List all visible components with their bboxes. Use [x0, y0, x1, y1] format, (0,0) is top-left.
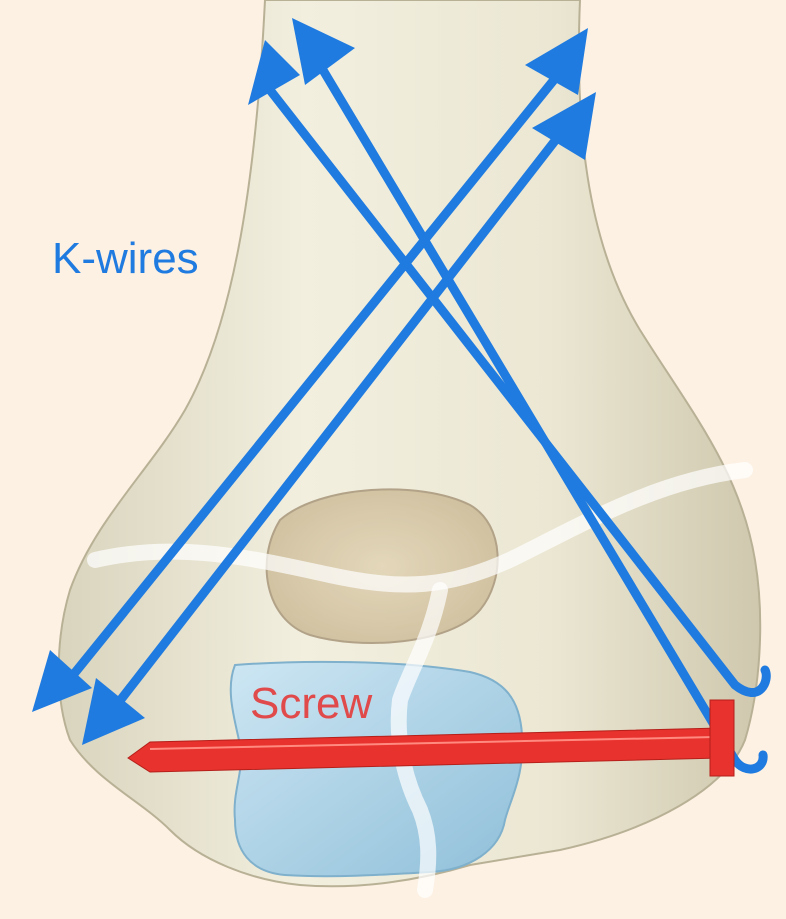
screw-head: [710, 700, 734, 776]
kwires-label: K-wires: [52, 237, 199, 281]
screw-label: Screw: [250, 682, 372, 726]
